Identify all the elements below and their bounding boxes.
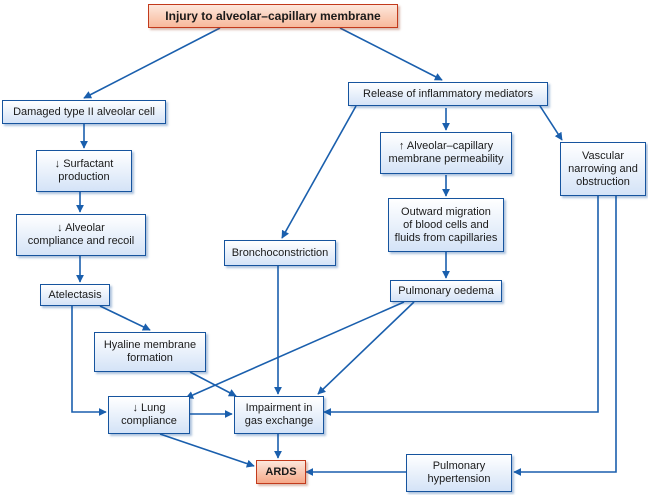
- node-pulmonary-oedema: Pulmonary oedema: [390, 280, 502, 302]
- arrow-hyaline-to-impairment: [189, 371, 237, 397]
- arrow-mediators-to-vascular: [539, 105, 563, 141]
- node-lung-compliance: ↓ Lung compliance: [108, 396, 190, 434]
- arrow-vascular-to-impairment: [323, 196, 599, 416]
- arrow-lung-compliance-to-ards: [159, 433, 255, 468]
- node-permeability: ↑ Alveolar–capillary membrane permeabili…: [380, 132, 512, 174]
- node-injury: Injury to alveolar–capillary membrane: [148, 4, 398, 28]
- arrow-oedema-to-impairment: [317, 301, 415, 395]
- arrow-injury-to-mediators: [339, 27, 443, 81]
- arrow-injury-to-damaged-cell: [83, 27, 221, 99]
- node-outward-migration: Outward migration of blood cells and flu…: [388, 198, 504, 252]
- node-bronchoconstriction: Bronchoconstriction: [224, 240, 336, 266]
- node-surfactant: ↓ Surfactant production: [36, 150, 132, 192]
- arrow-oedema-to-lung-compliance: [185, 301, 405, 399]
- arrow-atelectasis-to-lung-compliance: [71, 306, 107, 416]
- node-pulmonary-hypertension: Pulmonary hypertension: [406, 454, 512, 492]
- node-impairment: Impairment in gas exchange: [234, 396, 324, 434]
- node-alveolar-compliance: ↓ Alveolar compliance and recoil: [16, 214, 146, 256]
- arrow-mediators-to-bronchoconstriction: [281, 105, 357, 239]
- node-vascular: Vascular narrowing and obstruction: [560, 142, 646, 196]
- node-damaged-type2-cell: Damaged type II alveolar cell: [2, 100, 166, 124]
- arrow-atelectasis-to-hyaline: [99, 305, 151, 331]
- arrow-vascular-to-pulmonary-hypertension: [513, 196, 617, 476]
- node-hyaline: Hyaline membrane formation: [94, 332, 206, 372]
- node-release-mediators: Release of inflammatory mediators: [348, 82, 548, 106]
- node-ards: ARDS: [256, 460, 306, 484]
- node-atelectasis: Atelectasis: [40, 284, 110, 306]
